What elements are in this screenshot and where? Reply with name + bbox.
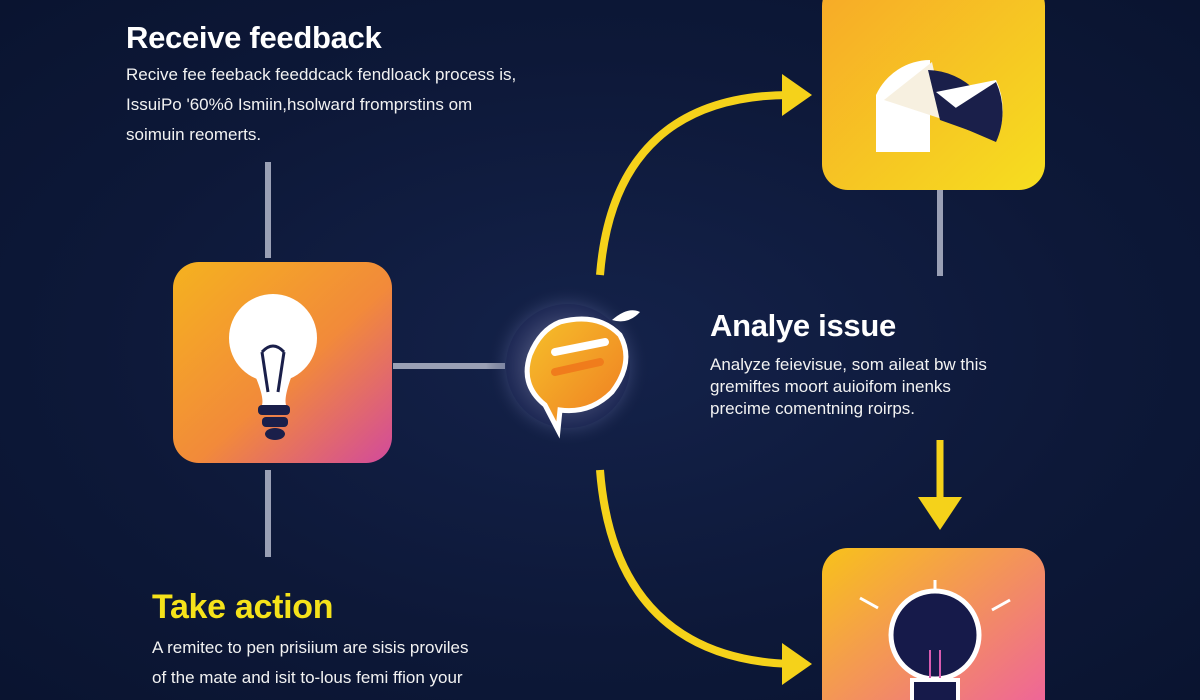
arrow-head-down [782,643,812,685]
arrow-head-up [782,74,812,116]
step-analyze-issue: Analye issue Analyze feievisue, som aile… [710,308,987,420]
step-take-action: Take action A remitec to pen prisiium ar… [152,588,469,693]
step-description: A remitec to pen prisiium are sisis prov… [152,633,469,693]
description-line: of the mate and isit to-lous femi ffion … [152,668,463,687]
arrow-curve-up [596,91,791,276]
step-title: Receive feedback [126,20,382,55]
step-description: Analyze feievisue, som aileat bw this gr… [710,354,987,420]
lightbulb-dark-icon [859,580,1011,700]
step-description: Recive fee feeback feeddcack fendloack p… [126,60,516,150]
lightbulb-icon [229,294,317,440]
step-title: Analye issue [710,308,896,343]
description-line: Recive fee feeback feeddcack fendloack p… [126,65,517,84]
arrow-curve-down [596,469,791,668]
description-line: A remitec to pen prisiium are sisis prov… [152,638,469,657]
connector-lines [265,162,943,557]
step-receive-feedback: Receive feedback Recive fee feeback feed… [126,20,516,150]
description-line: precime comentning roirps. [710,399,916,418]
description-line: Analyze feievisue, som aileat bw this [710,355,987,374]
arrow-down-head [918,497,962,530]
step-title: Take action [152,588,334,626]
description-line: IssuiPo '60%ô Ismiin,hsolward fromprstin… [126,95,473,114]
pie-chart-icon [876,60,1003,152]
chat-bubble-icon [524,310,640,439]
description-line: soimuin reomerts. [126,125,262,144]
description-line: gremiftes moort auioifom inenks [710,377,951,396]
